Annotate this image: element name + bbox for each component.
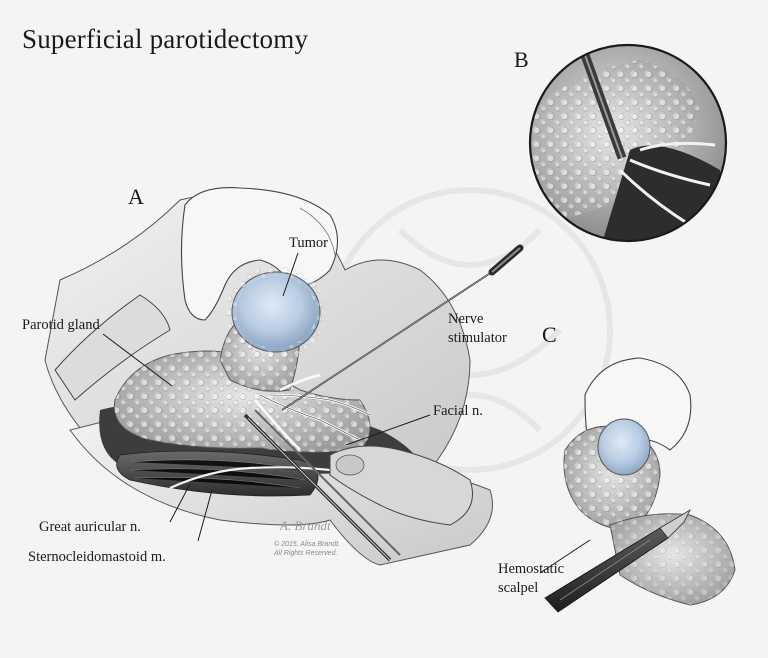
label-hemostatic-scalpel-line2: scalpel: [498, 580, 539, 596]
label-hemostatic-scalpel-line1: Hemostatic: [498, 561, 565, 577]
panel-c-drawing: [544, 357, 736, 613]
forceps: [243, 409, 401, 563]
label-tumor: Tumor: [289, 235, 328, 251]
hemostatic-scalpel: [544, 508, 691, 613]
copyright-line1: © 2015, Alisa Brandt.: [274, 541, 340, 548]
page-title: Superficial parotidectomy: [22, 24, 309, 54]
ear: [329, 445, 473, 526]
label-hemostatic-scalpel: Hemostatic scalpel: [498, 560, 564, 598]
label-nerve-stimulator: Nerve stimulator: [448, 310, 507, 348]
tumor-c: [597, 418, 651, 476]
copyright-line2: All Rights Reserved.: [274, 550, 338, 557]
label-facial-nerve: Facial n.: [433, 403, 483, 419]
nerve-stimulator-probe: [281, 244, 524, 411]
inset-border: [528, 43, 728, 243]
artist-signature: A. Brandt: [280, 518, 331, 533]
label-nerve-stimulator-line1: Nerve: [448, 311, 484, 327]
label-great-auricular: Great auricular n.: [39, 519, 141, 535]
panel-label-a: A: [128, 184, 144, 209]
label-nerve-stimulator-line2: stimulator: [448, 330, 507, 346]
panel-a-drawing: [44, 187, 524, 566]
copyright-notice: © 2015, Alisa Brandt. All Rights Reserve…: [274, 540, 340, 558]
label-parotid-gland: Parotid gland: [22, 317, 100, 333]
panel-label-c: C: [542, 322, 557, 347]
skin-edge-left: [54, 294, 171, 401]
label-sternocleidomastoid: Sternocleidomastoid m.: [28, 549, 166, 565]
leader-lines: [102, 252, 591, 574]
panel-label-b: B: [514, 47, 529, 72]
great-auricular-nerve: [169, 466, 331, 490]
panel-b-inset: [528, 43, 728, 243]
